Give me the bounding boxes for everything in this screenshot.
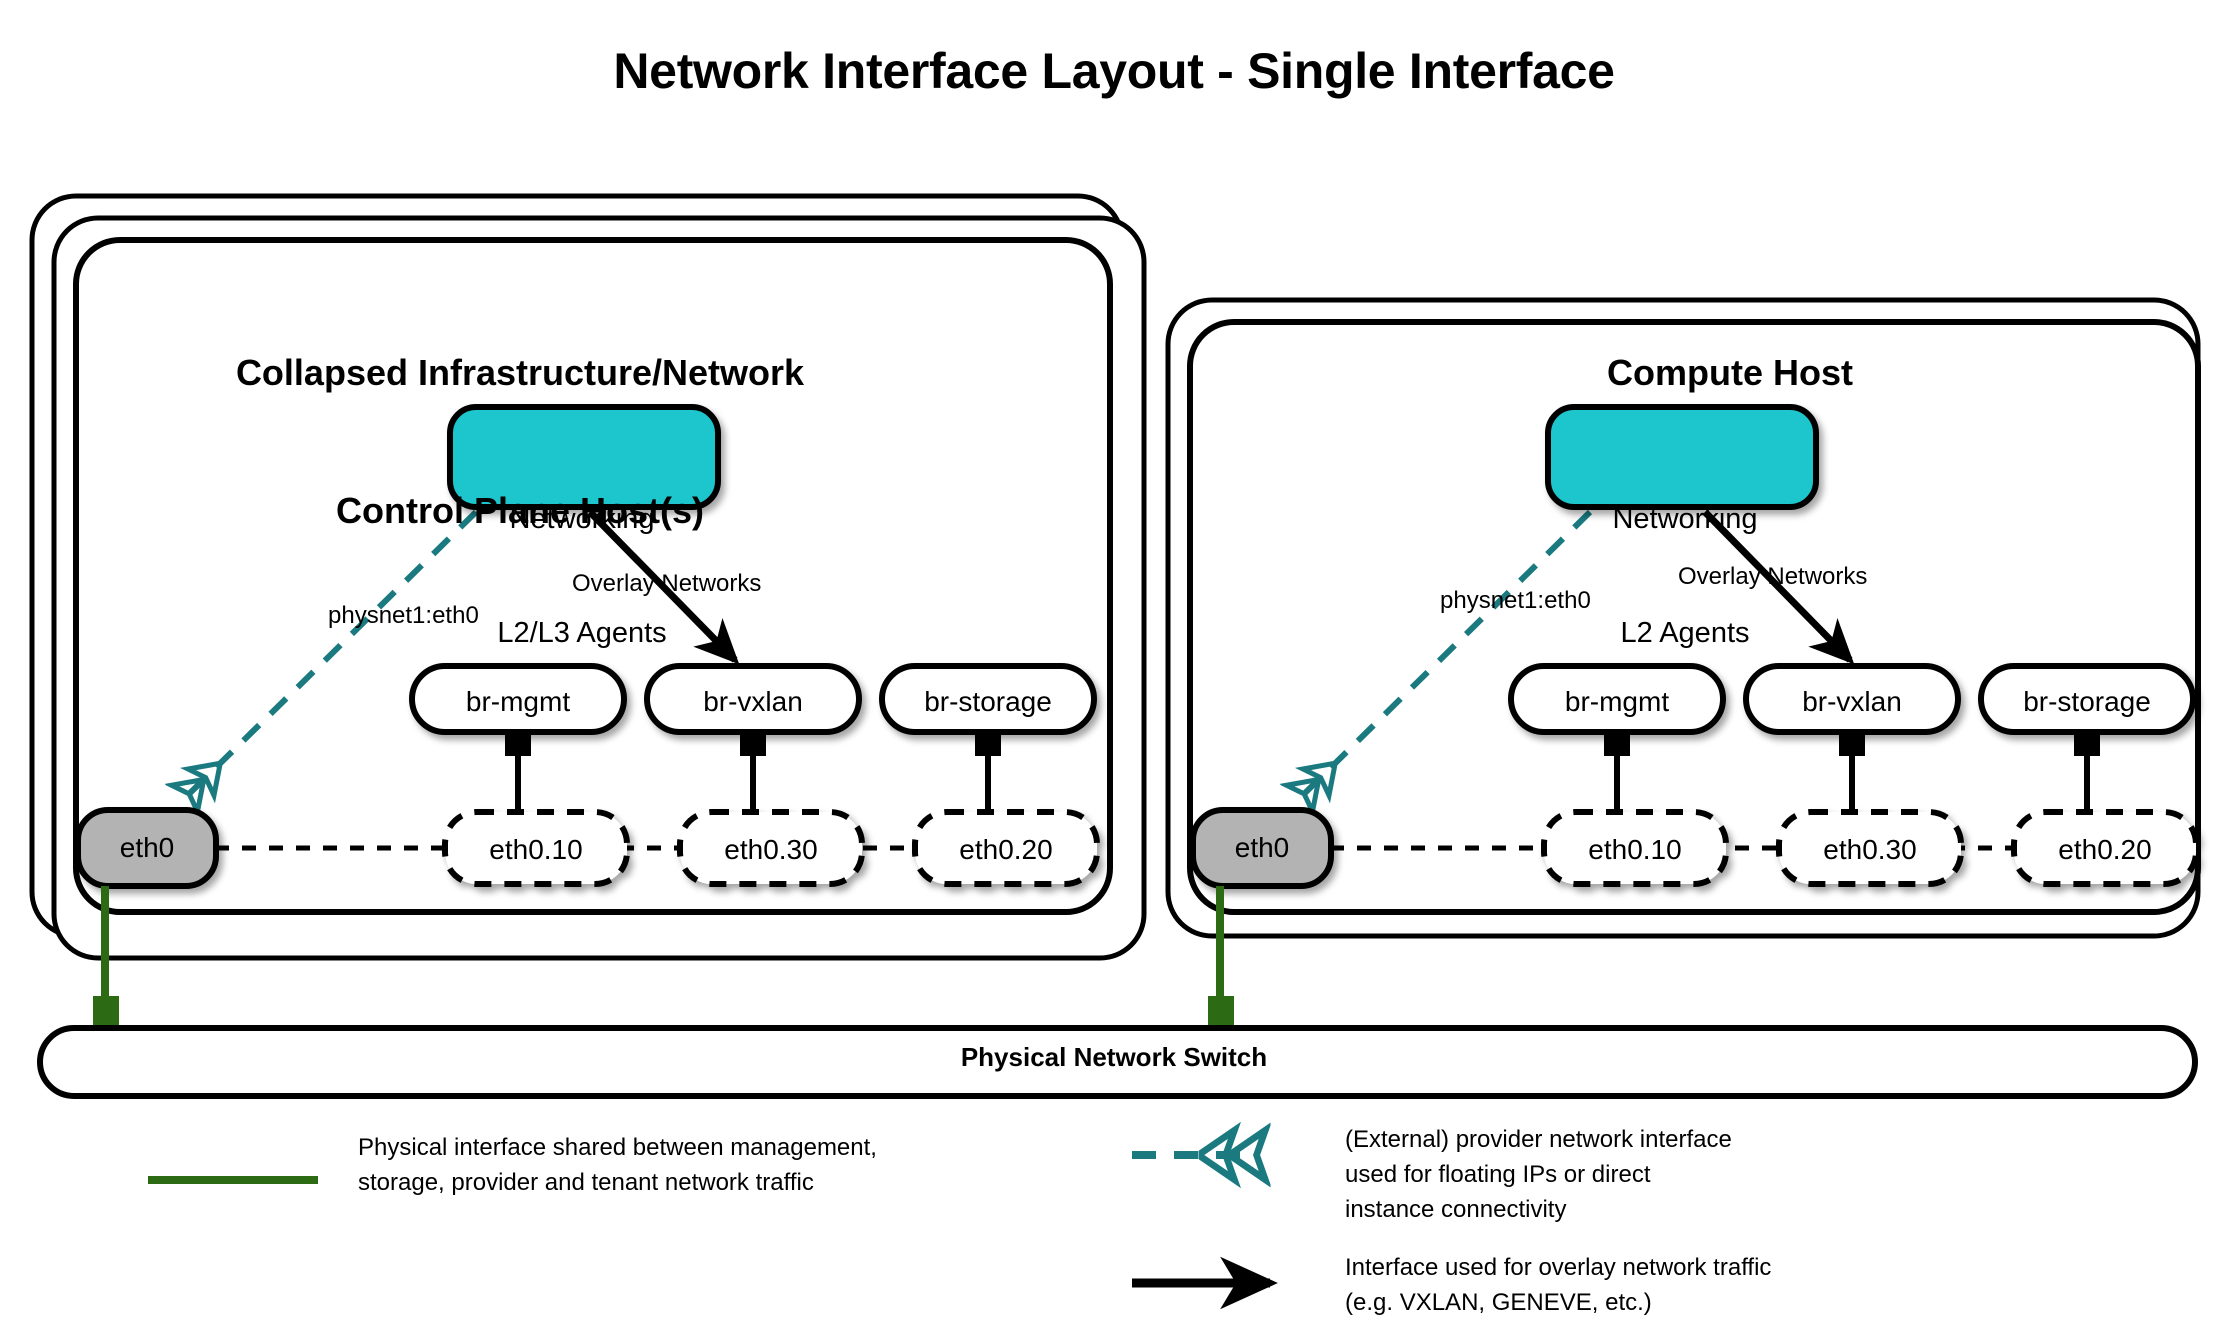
vlan-box-eth0-30-left bbox=[677, 809, 865, 887]
nic-box-eth0-right bbox=[1190, 807, 1334, 889]
provider-link-label-left: physnet1:eth0 bbox=[328, 602, 479, 629]
host-title-compute: Compute Host bbox=[1607, 352, 1853, 393]
networking-agent-box-right bbox=[1545, 404, 1819, 510]
bridge-label-br-vxlan-left: br-vxlan bbox=[703, 686, 803, 717]
bridge-box-br-vxlan-left bbox=[644, 663, 862, 735]
vlan-label-eth0-20-right: eth0.20 bbox=[2058, 834, 2152, 865]
overlay-network-link-right bbox=[1702, 509, 1855, 665]
bridge-box-br-storage-right bbox=[1978, 663, 2196, 735]
bridge-label-br-mgmt-left: br-mgmt bbox=[465, 686, 571, 717]
vlan-box-eth0-10-left bbox=[442, 809, 630, 887]
provider-network-link-left bbox=[190, 509, 479, 793]
host-control-plane-stack bbox=[29, 193, 1147, 961]
bridge-label-br-vxlan-right: br-vxlan bbox=[1802, 686, 1902, 717]
legend-text-overlay-interface: Interface used for overlay network traff… bbox=[1345, 1254, 1772, 1316]
vlan-box-eth0-20-right bbox=[2011, 809, 2199, 887]
host-title-line-1: Collapsed Infrastructure/Network bbox=[235, 352, 805, 393]
bridge-label-br-mgmt-right: br-mgmt bbox=[1564, 686, 1670, 717]
bridge-label-br-storage-right: br-storage bbox=[2023, 686, 2151, 717]
overlay-network-link-left bbox=[587, 509, 740, 665]
legend-text-provider-interface: (External) provider network interface us… bbox=[1345, 1126, 1732, 1223]
agent-label-line-1: Networking bbox=[509, 503, 655, 535]
vlan-label-eth0-30-right: eth0.30 bbox=[1823, 834, 1917, 865]
provider-link-label-right: physnet1:eth0 bbox=[1440, 587, 1591, 614]
agent-label-line-1: Networking bbox=[1612, 503, 1758, 535]
overlay-link-label-left: Overlay Networks bbox=[572, 570, 762, 597]
vlan-label-eth0-30-left: eth0.30 bbox=[724, 834, 818, 865]
nic-label-eth0-left: eth0 bbox=[119, 832, 175, 863]
agent-label-line-2: L2 Agents bbox=[1620, 617, 1750, 649]
nic-label-eth0-right: eth0 bbox=[1234, 832, 1290, 863]
host-compute-stack bbox=[1165, 297, 2201, 939]
legend-text-physical-interface: Physical interface shared between manage… bbox=[358, 1134, 877, 1196]
host-compute-body bbox=[1187, 319, 2201, 915]
vlan-label-eth0-20-left: eth0.20 bbox=[959, 834, 1053, 865]
networking-agent-label-right: Networking L2 Agents bbox=[1545, 424, 1825, 728]
bridge-label-br-storage-left: br-storage bbox=[924, 686, 1052, 717]
physical-network-switch-label: Physical Network Switch bbox=[960, 1042, 1268, 1072]
vlan-box-eth0-10-right bbox=[1541, 809, 1729, 887]
bridge-box-br-storage-left bbox=[879, 663, 1097, 735]
host-title-line-2: Control Plane Host(s) bbox=[335, 490, 704, 531]
overlay-link-label-right: Overlay Networks bbox=[1678, 563, 1868, 590]
physical-network-switch-bar bbox=[37, 1025, 2198, 1099]
nic-box-eth0-left bbox=[75, 807, 219, 889]
networking-agent-label-left: Networking L2/L3 Agents bbox=[447, 424, 717, 728]
bridge-box-br-mgmt-right bbox=[1508, 663, 1726, 735]
bridge-box-br-vxlan-right bbox=[1743, 663, 1961, 735]
bridge-connectors-right bbox=[1604, 728, 2100, 818]
host-control-plane-body bbox=[73, 237, 1113, 915]
vlan-label-eth0-10-left: eth0.10 bbox=[489, 834, 583, 865]
host-title-control-plane: Collapsed Infrastructure/Network Control… bbox=[160, 258, 880, 626]
vlan-label-eth0-10-right: eth0.10 bbox=[1588, 834, 1682, 865]
agent-label-line-2: L2/L3 Agents bbox=[497, 617, 667, 649]
bridge-box-br-mgmt-left bbox=[409, 663, 627, 735]
networking-agent-box-left bbox=[447, 404, 721, 510]
vlan-box-eth0-20-left bbox=[912, 809, 1100, 887]
page-title: Network Interface Layout - Single Interf… bbox=[613, 43, 1615, 99]
vlan-box-eth0-30-right bbox=[1776, 809, 1964, 887]
provider-network-link-right bbox=[1305, 509, 1593, 793]
